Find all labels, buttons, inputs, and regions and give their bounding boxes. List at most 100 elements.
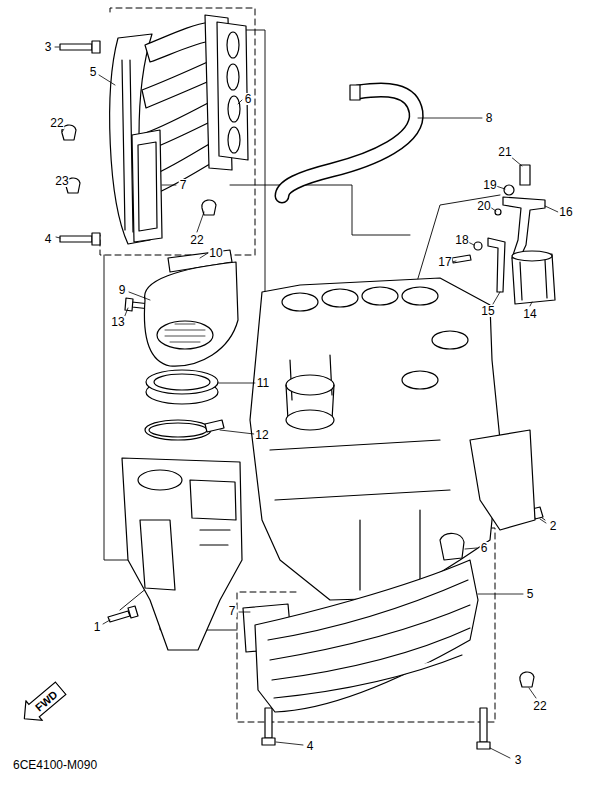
seal-ring <box>154 374 210 390</box>
callout-number: 3 <box>44 41 53 53</box>
bolt <box>262 738 275 745</box>
callout-number: 21 <box>497 146 512 158</box>
intake-manifold <box>272 628 470 680</box>
seal-ring <box>145 370 224 440</box>
hose <box>282 85 416 196</box>
leader-line <box>200 253 208 258</box>
intake-manifold <box>440 533 464 560</box>
callout-number: 1 <box>93 621 102 633</box>
seal-ring <box>146 370 218 394</box>
bolt <box>125 298 133 311</box>
callout-number: 13 <box>110 316 125 328</box>
engine-block <box>470 430 535 530</box>
hose <box>282 90 416 196</box>
leader-line <box>55 47 558 758</box>
bolt <box>480 708 487 742</box>
gasket <box>217 22 248 160</box>
callout-number: 5 <box>526 588 535 600</box>
engine-block <box>360 510 420 590</box>
gasket <box>227 64 239 90</box>
engine-block <box>250 278 500 600</box>
intake-manifold <box>268 580 468 640</box>
gasket <box>132 130 162 242</box>
bolt <box>92 41 100 53</box>
hose <box>282 90 416 196</box>
silencer <box>144 262 238 366</box>
throttle-body <box>200 530 230 545</box>
callout-number: 3 <box>514 754 523 766</box>
callout-number: 6 <box>244 93 253 105</box>
assembly-line <box>245 30 280 325</box>
callout-number: 2 <box>549 520 558 532</box>
engine-block <box>286 375 334 395</box>
callout-number: 8 <box>485 112 494 124</box>
callout-number: 9 <box>118 284 127 296</box>
callout-number: 17 <box>437 256 452 268</box>
callout-number: 11 <box>256 377 270 389</box>
gasket <box>132 130 162 242</box>
intake-manifold <box>145 22 214 62</box>
intake-manifold <box>270 605 470 660</box>
callout-number: 15 <box>480 305 495 317</box>
leader-line <box>238 100 242 104</box>
engine-block <box>402 287 438 305</box>
leader-line <box>276 742 303 745</box>
gasket <box>227 32 239 58</box>
throttle-body <box>122 458 242 650</box>
silencer <box>144 250 238 366</box>
bracket <box>488 238 505 292</box>
bolt <box>520 165 530 185</box>
silencer <box>165 324 205 342</box>
engine-block <box>286 410 334 430</box>
bolt <box>452 255 471 263</box>
leader-line <box>545 206 558 212</box>
gasket <box>138 142 157 231</box>
intake-manifold <box>243 533 478 712</box>
leader-line <box>56 237 60 238</box>
callout-number: 4 <box>306 740 315 752</box>
leader-line <box>218 383 255 384</box>
leader-line <box>418 118 482 119</box>
callout-number: 10 <box>208 247 223 259</box>
throttle-body <box>138 470 182 490</box>
engine-block <box>270 440 450 500</box>
leader-line <box>103 620 110 624</box>
callout-number: 22 <box>49 117 64 129</box>
silencer <box>157 321 213 349</box>
leader-line <box>162 185 176 186</box>
callout-number: 18 <box>454 234 469 246</box>
engine-block <box>402 371 438 389</box>
gasket <box>228 127 240 153</box>
engine-block <box>432 331 468 349</box>
intake-manifold <box>122 60 133 232</box>
leader-line <box>493 292 500 304</box>
intake-manifold <box>255 560 478 712</box>
engine-block <box>250 278 535 600</box>
leader-line <box>465 548 477 549</box>
callout-number: 19 <box>482 179 497 191</box>
leader-line <box>220 430 254 434</box>
leader-line <box>99 75 115 85</box>
clip <box>520 672 534 687</box>
arrow-outline <box>16 679 69 729</box>
bolt <box>477 742 490 749</box>
callout-number: 5 <box>89 66 98 78</box>
bolt <box>108 611 130 622</box>
intake-manifold <box>110 15 232 244</box>
leader-line <box>490 748 510 758</box>
throttle-body <box>140 520 175 590</box>
throttle-body <box>122 458 242 650</box>
callout-number: 12 <box>254 429 269 441</box>
bolt <box>60 41 543 749</box>
leader-line <box>478 594 523 595</box>
bolt <box>128 606 138 618</box>
callout-number: 20 <box>476 200 491 212</box>
bracket <box>474 242 482 250</box>
engine-block <box>362 287 398 305</box>
gasket <box>228 96 240 122</box>
leader-line <box>55 47 59 48</box>
canister <box>520 260 547 300</box>
bolt <box>60 44 92 50</box>
intake-manifold <box>274 655 462 698</box>
throttle-body <box>190 480 236 520</box>
